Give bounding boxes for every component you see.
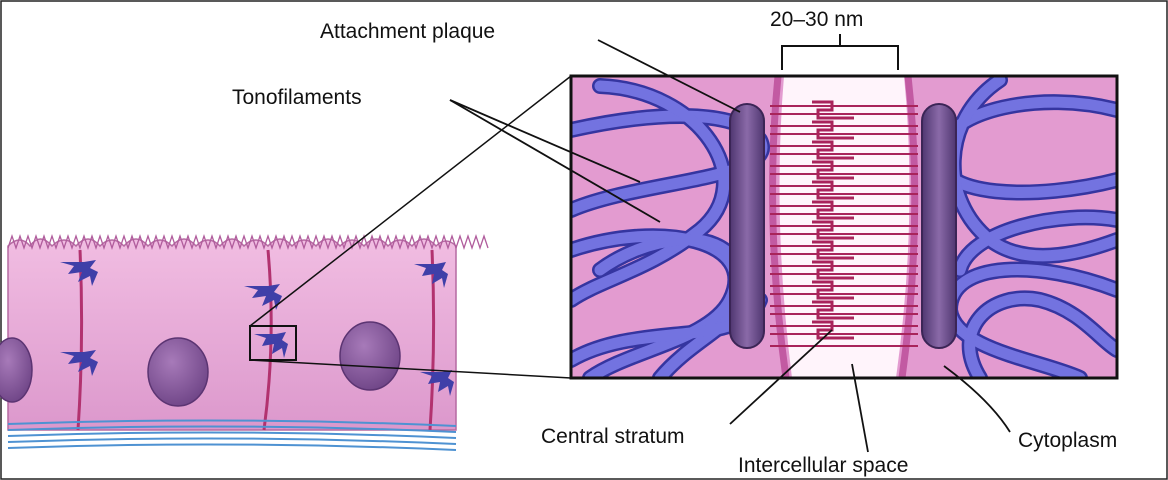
- label-central-stratum: Central stratum: [541, 425, 685, 448]
- label-width: 20–30 nm: [770, 8, 863, 31]
- epithelium-tissue: [0, 236, 488, 450]
- cell-nucleus: [340, 322, 400, 390]
- label-attachment-plaque: Attachment plaque: [320, 20, 495, 43]
- label-cytoplasm: Cytoplasm: [1018, 429, 1117, 452]
- attachment-plaque-right: [922, 104, 956, 348]
- width-bracket: [782, 46, 898, 70]
- label-tonofilaments: Tonofilaments: [232, 86, 362, 109]
- label-intercellular-space: Intercellular space: [738, 454, 908, 477]
- desmosome-magnified: [571, 76, 1117, 378]
- attachment-plaque-left: [730, 104, 764, 348]
- cell-nucleus: [148, 338, 208, 406]
